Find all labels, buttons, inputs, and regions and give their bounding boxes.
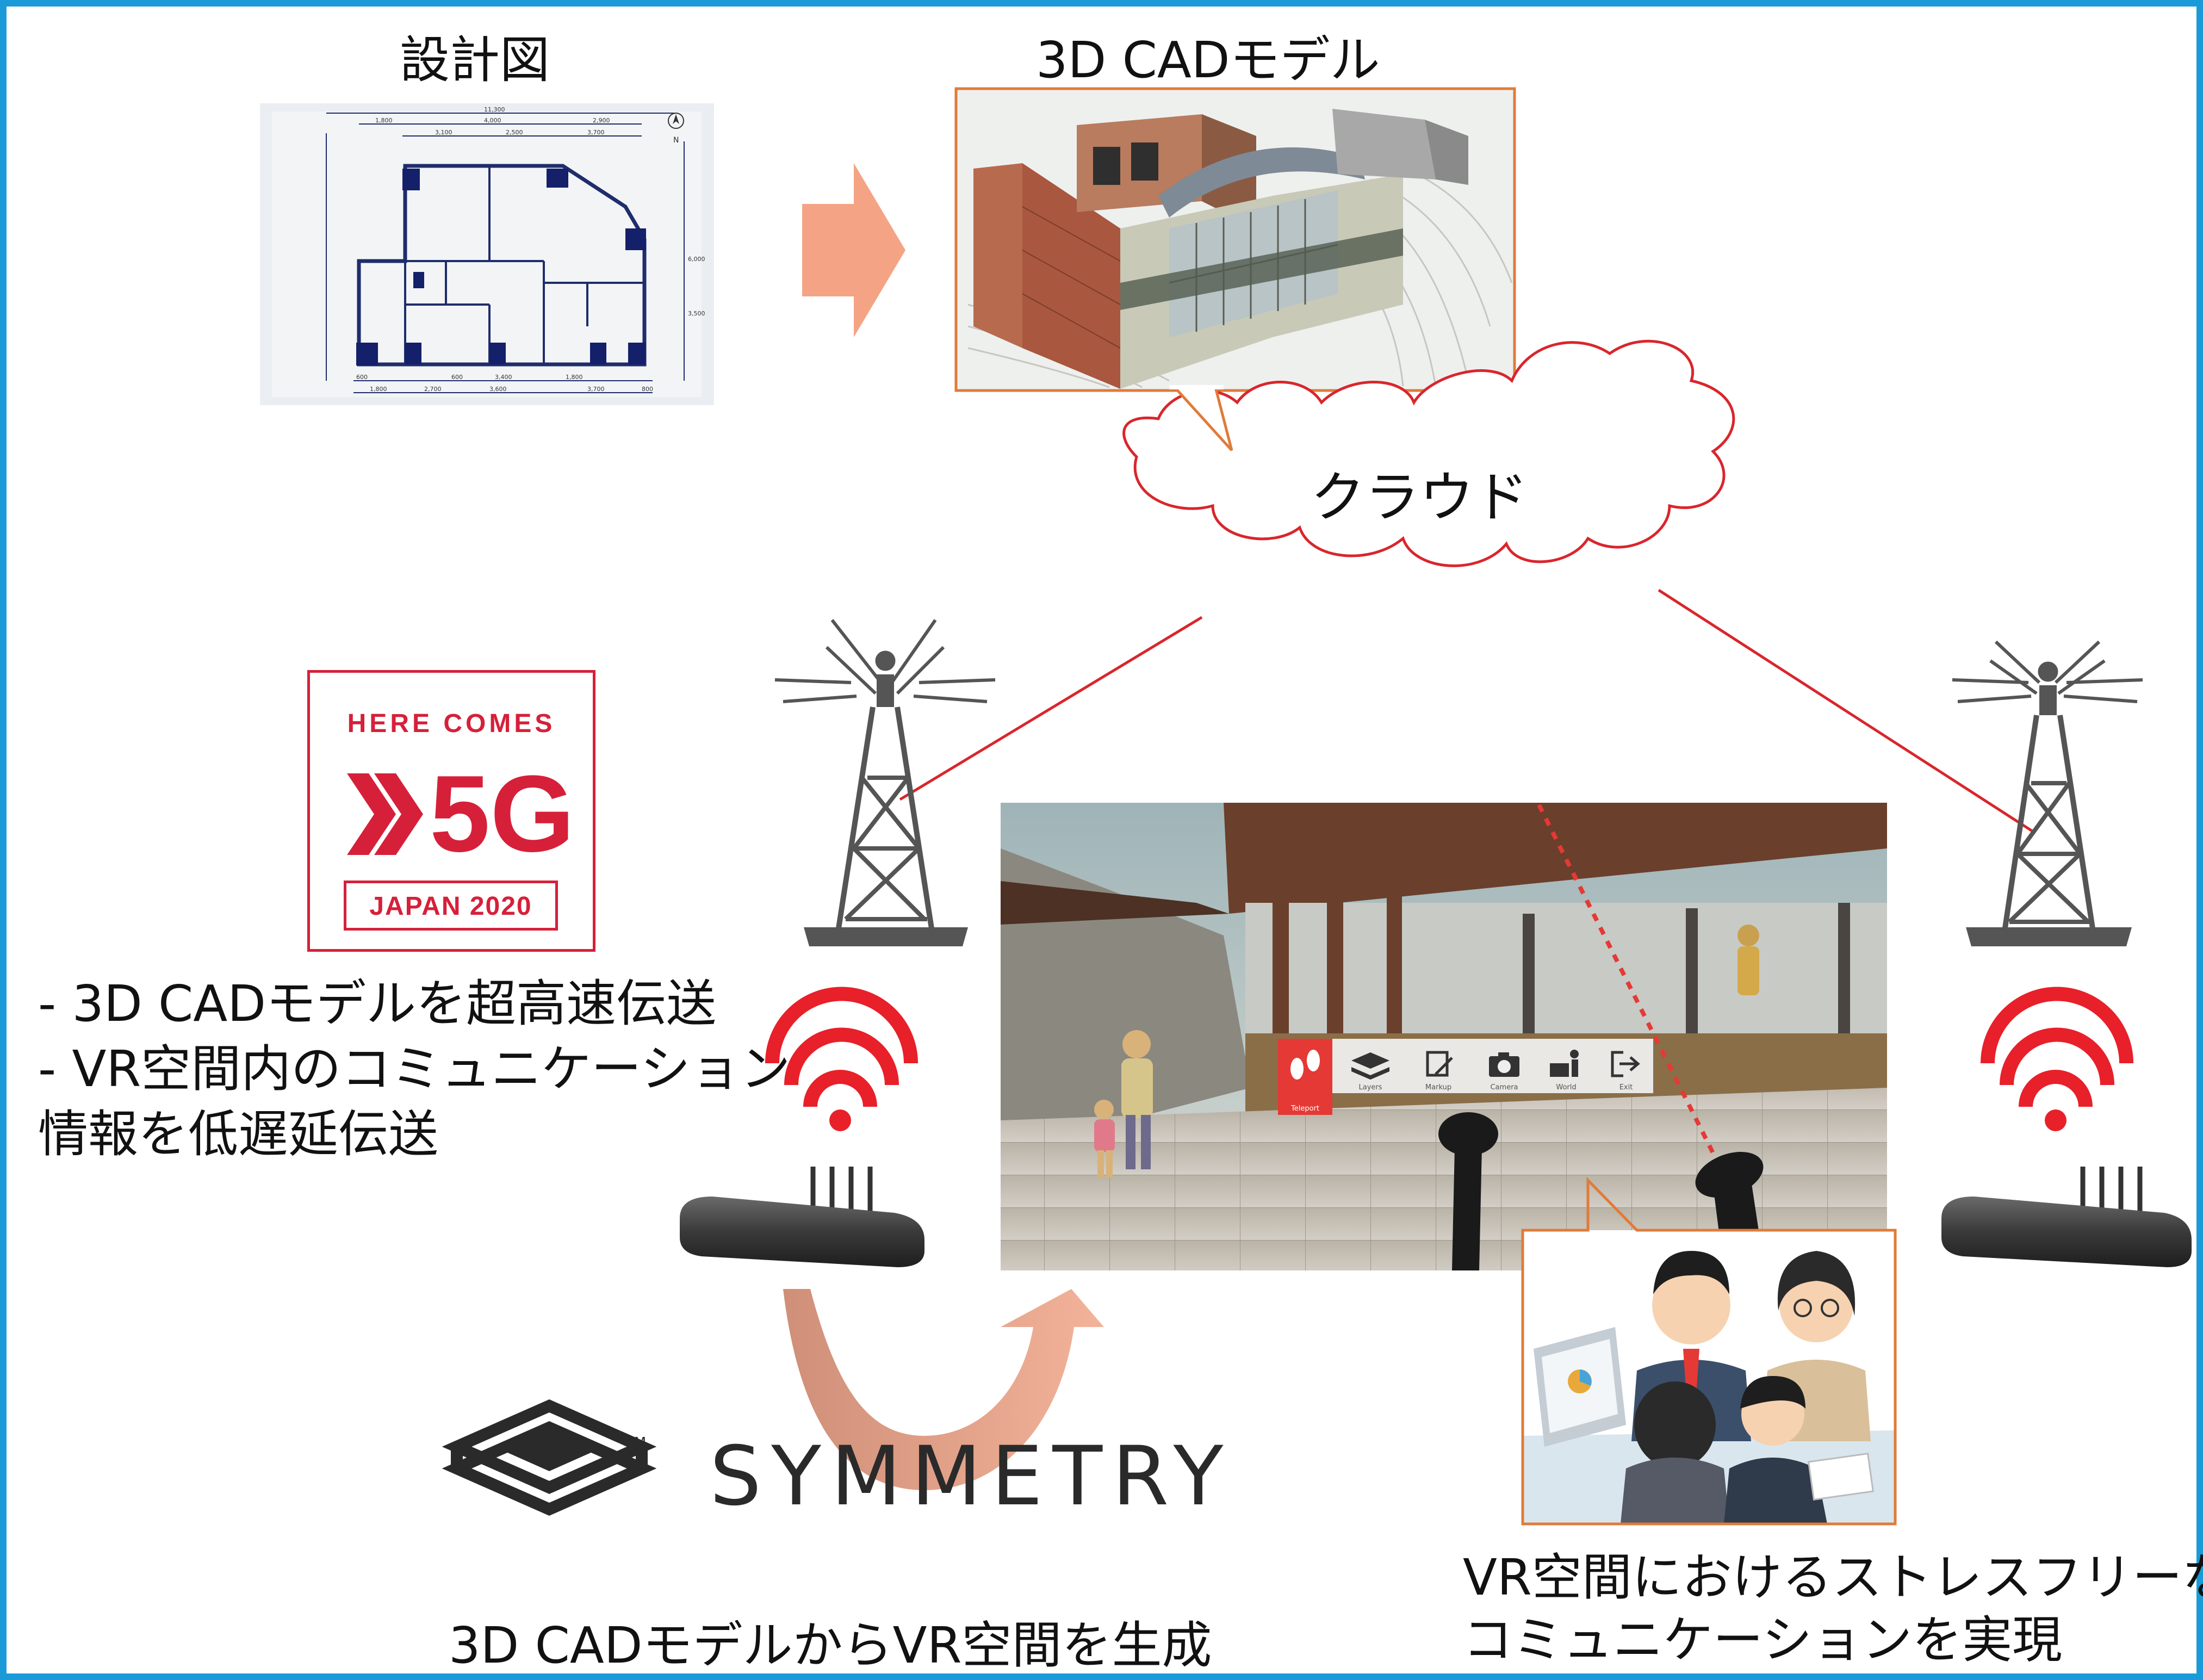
dim-label: 3,700 [587, 129, 605, 136]
badge-5g-line3: JAPAN 2020 [369, 892, 532, 921]
meeting-callout-border [1521, 1176, 1897, 1526]
vr-menu-label: Markup [1425, 1083, 1451, 1092]
router-left-icon [680, 1167, 924, 1267]
bullet-line-1: - 3D CADモデルを超高速伝送 [38, 975, 717, 1033]
exit-icon [1611, 1051, 1640, 1077]
router-right-icon [1941, 1167, 2192, 1267]
vr-menu-label: Teleport [1290, 1105, 1319, 1113]
vr-controller-left [1438, 1112, 1498, 1270]
blueprint-image: 11,300 1,800 4,000 2,900 3,100 2,500 3,7… [260, 103, 714, 405]
teleport-footprints-icon [1290, 1050, 1320, 1080]
dim-label: 11,300 [484, 106, 505, 113]
badge-5g-line2: 5G [430, 753, 575, 875]
blueprint-dimension-labels: 11,300 1,800 4,000 2,900 3,100 2,500 3,7… [356, 106, 705, 393]
cad-model-image [956, 89, 1515, 390]
dim-label: 800 [642, 386, 653, 393]
vr-scene-image [1001, 803, 1887, 1270]
world-icon [1550, 1050, 1579, 1077]
vr-avatar-child [1094, 1100, 1115, 1177]
dim-label: 3,600 [489, 386, 507, 393]
symmetry-logo-icon [442, 1399, 657, 1516]
vr-menu-label: Layers [1358, 1083, 1382, 1092]
dim-label: 3,400 [495, 374, 512, 381]
badge-5g-line1: HERE COMES [347, 709, 556, 738]
vr-avatar-adult [1121, 1030, 1153, 1169]
vr-menu-label: Camera [1490, 1083, 1518, 1092]
bullet-line-3: 情報を低遅延伝送 [38, 1105, 439, 1163]
dim-label: 2,500 [506, 129, 523, 136]
north-arrow-icon: N [668, 113, 684, 145]
dim-label: 3,100 [435, 129, 452, 136]
dim-label: 6,000 [688, 256, 705, 263]
badge-5g: HERE COMES 5G JAPAN 2020 [307, 670, 595, 952]
antenna-tower-right-icon [1952, 640, 2143, 946]
dim-label: 1,800 [566, 374, 583, 381]
dim-label: 3,700 [587, 386, 605, 393]
meeting-illustration [1523, 1230, 1895, 1524]
meeting-caption-line1: VR空間におけるストレスフリーな [1463, 1548, 2203, 1607]
cad-model-title: 3D CADモデル [1036, 31, 1380, 89]
cloud-shape [1122, 339, 1735, 567]
cloud-label: クラウド [1311, 466, 1528, 529]
vr-menu-bar: Teleport Layers Markup Camera World Exit [1278, 1039, 1653, 1115]
connection-lines [899, 588, 2035, 834]
dim-label: 600 [451, 374, 463, 381]
double-chevron-icon [342, 768, 423, 860]
cad-image-border [954, 87, 1516, 392]
dim-label: 1,800 [370, 386, 387, 393]
symmetry-tm: TM [625, 1435, 647, 1451]
markup-icon [1426, 1051, 1453, 1077]
badge-5g-line3-box: JAPAN 2020 [344, 881, 558, 931]
dim-label: 3,500 [688, 310, 705, 317]
dim-label: 600 [356, 374, 368, 381]
wifi-left-icon [765, 987, 918, 1131]
layers-icon [1351, 1052, 1389, 1080]
dim-label: 1,800 [375, 117, 393, 124]
symmetry-caption: 3D CADモデルからVR空間を生成 [449, 1616, 1212, 1675]
wifi-right-icon [1981, 987, 2133, 1131]
bullet-line-2: - VR空間内のコミュニケーション [38, 1040, 791, 1098]
dim-label: 2,900 [593, 117, 610, 124]
vr-menu-label: World [1556, 1083, 1576, 1092]
vr-avatar-background [1737, 925, 1759, 995]
dim-label: 2,700 [424, 386, 442, 393]
dim-label: 4,000 [484, 117, 501, 124]
blueprint-title: 設計図 [400, 31, 550, 89]
arrow-right-icon [802, 163, 905, 337]
cad-callout-tail [1174, 386, 1233, 451]
antenna-tower-left-icon [774, 619, 996, 946]
meeting-caption-line2: コミュニケーションを実現 [1463, 1611, 2063, 1669]
symmetry-brand: SYMMETRY [710, 1429, 1233, 1524]
curved-arrow-icon [783, 1289, 1104, 1490]
camera-icon [1489, 1052, 1519, 1077]
vr-menu-label: Exit [1619, 1083, 1633, 1092]
north-label: N [673, 136, 679, 145]
